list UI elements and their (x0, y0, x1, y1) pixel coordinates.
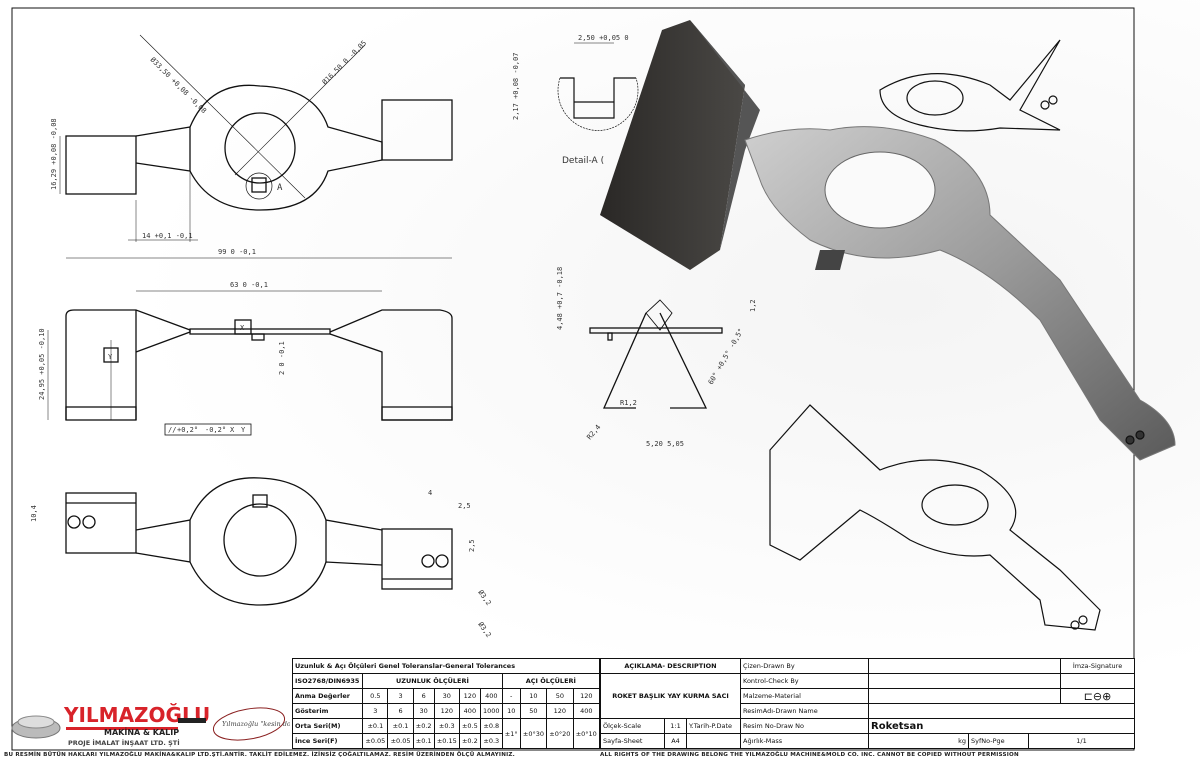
check-by-label: Kontrol-Check By (740, 673, 870, 689)
inner-diameter-dim: Ø16,50 0 -0,05 (321, 39, 368, 86)
sheet-label: Sayfa-Sheet (600, 733, 665, 749)
h104-dim: 10,4 (30, 505, 38, 522)
first-angle-projection-icon: ⊏⊖⊕ (1060, 688, 1136, 704)
page-label: SyfNo-Pge (968, 733, 1030, 749)
height-dim: 16,29 +0,08 -0,08 (50, 118, 58, 190)
outer-radius-dim: R2,4 (585, 423, 602, 441)
svg-text://: // (168, 426, 176, 434)
front-view (47, 257, 453, 421)
gap-dim: 5,20 5,05 (646, 440, 684, 448)
isometric-views (769, 39, 1145, 631)
svg-text:YILMAZOĞLU: YILMAZOĞLU (63, 703, 210, 727)
material-label: Malzeme-Material (740, 688, 870, 704)
overall-length-dim: 99 0 -0,1 (218, 248, 256, 256)
detail-label: Detail-A ( (562, 156, 604, 166)
side-height-dim: 4,48 +0,7 -0,18 (556, 267, 564, 330)
scale-value: 1:1 (664, 718, 687, 734)
company-logo: YILMAZOĞLU MAKİNA & KALIP PROJE İMALAT İ… (6, 700, 305, 748)
table-row: Orta Seri(M)±0.1±0.1±0.2±0.3±0.5±0.8±1°±… (291, 718, 601, 749)
drawn-by-value (868, 658, 1062, 674)
dim-4: 4 (428, 489, 432, 497)
svg-text:MAKİNA & KALIP: MAKİNA & KALIP (104, 727, 179, 737)
svg-text:+0,2°: +0,2° (177, 426, 198, 434)
center-length-dim: 63 0 -0,1 (230, 281, 268, 289)
outer-diameter-dim: Ø33,50 +0,08 -0,08 (149, 56, 208, 115)
signature-label: İmza-Signature (1060, 658, 1136, 674)
scale-label: Ölçek-Scale (600, 718, 665, 734)
thickness-dim: 1,2 (749, 299, 757, 312)
dim-25: 2,5 (458, 502, 471, 510)
footer-copyright-en: ALL RIGHTS OF THE DRAWING BELONG THE YIL… (600, 752, 1019, 758)
mass-unit: kg (868, 733, 970, 749)
bottom-view (65, 477, 453, 606)
angle-header: AÇI ÖLÇÜLERİ (501, 673, 601, 689)
hole-dim-2: Ø3,2 (476, 621, 492, 639)
sheet-value: A4 (664, 733, 687, 749)
width-dim: 14 +0,1 -0,1 (142, 232, 193, 240)
svg-text:-0,2°: -0,2° (205, 426, 226, 434)
date-label: Y.Tarih-P.Date (685, 718, 742, 734)
detail-a-view (557, 42, 639, 131)
datum-y: Y (108, 353, 113, 361)
top-view (59, 34, 453, 242)
standard-label: ISO2768/DIN6935 (291, 673, 364, 689)
dim-25b: 2,5 (468, 539, 476, 552)
tolerance-frame: // +0,2° -0,2° X Y (164, 423, 252, 436)
draw-no-value: Roketsan (868, 718, 1136, 734)
slot-width-dim: 2,50 +0,05 0 (578, 34, 629, 42)
draw-no-label: Resim No-Draw No (740, 718, 870, 734)
part-description: ROKET BAŞLIK YAY KURMA SACI (599, 673, 742, 719)
inner-radius-dim: R1,2 (620, 399, 637, 407)
description-header: AÇIKLAMA- DESCRIPTION (599, 658, 742, 674)
detail-marker: A (277, 183, 283, 193)
drawn-name-label: ResimAdı-Drawn Name (740, 703, 870, 719)
datum-x: X (240, 324, 245, 332)
hole-dim-1: Ø3,2 (476, 589, 492, 607)
table-row: İnce Seri(F)±0.05±0.05±0.1±0.15±0.2±0.3 (291, 733, 600, 749)
svg-text:Yılmazoğlu "kesin doğru": Yılmazoğlu "kesin doğru" (222, 720, 290, 728)
angle-dim: 60° +0,5° -0,5° (707, 327, 746, 386)
mass-label: Ağırlık-Mass (740, 733, 870, 749)
general-tolerance-table: Uzunluk & Açı Ölçüleri Genel Toleranslar… (291, 658, 601, 749)
slot-height-dim: 2,17 +0,08 -0,07 (512, 53, 520, 120)
drawn-by-label: Çizen-Drawn By (740, 658, 870, 674)
page-value: 1/1 (1028, 733, 1136, 749)
side-view (589, 299, 723, 409)
sheet-border (11, 7, 1135, 751)
overall-height-dim: 24,95 +0,05 -0,10 (38, 328, 46, 400)
svg-text:Y: Y (241, 426, 246, 434)
svg-text:PROJE İMALAT İNŞAAT LTD. ŞTİ: PROJE İMALAT İNŞAAT LTD. ŞTİ (68, 738, 180, 747)
svg-text:X: X (230, 426, 235, 434)
gen-tol-title: Uzunluk & Açı Ölçüleri Genel Toleranslar… (292, 658, 600, 674)
offset-dim: 2 0 -0,1 (278, 341, 286, 375)
length-header: UZUNLUK ÖLÇÜLERİ (362, 673, 503, 689)
footer-copyright-tr: BU RESMİN BÜTÜN HAKLARI YILMAZOĞLU MAKİN… (4, 752, 515, 758)
3d-render (600, 20, 1176, 461)
